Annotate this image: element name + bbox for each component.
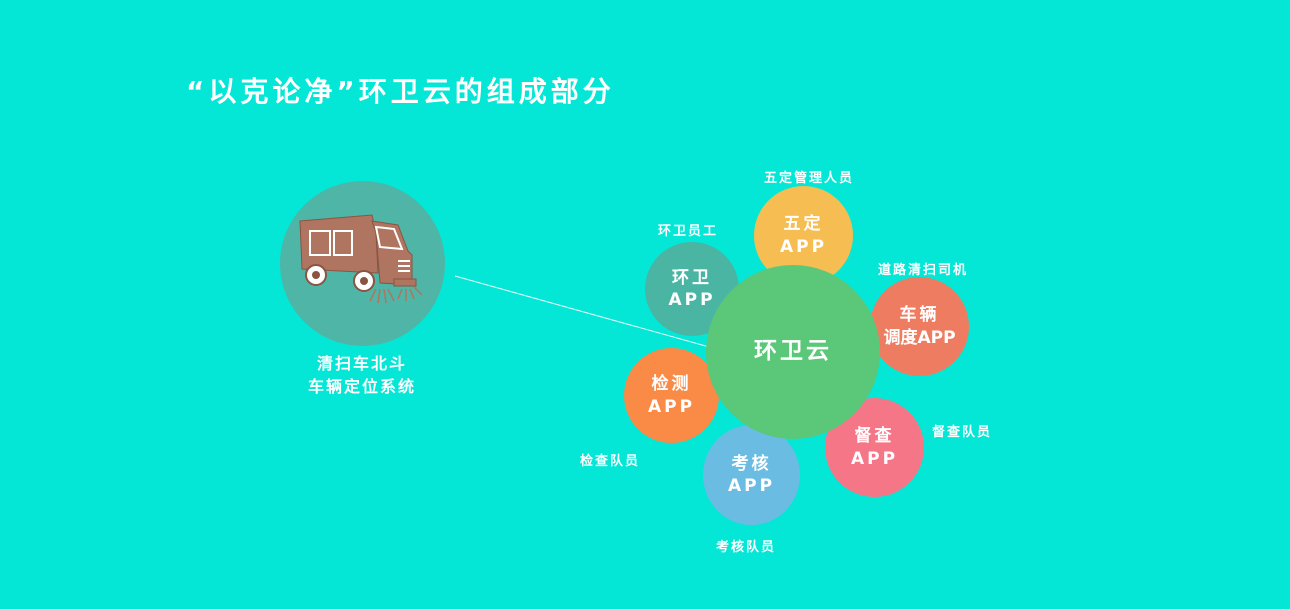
caption-kaohe: 考核队员 — [716, 540, 777, 555]
street-sweeper-truck-icon — [299, 214, 423, 304]
caption-ducha: 督查队员 — [932, 425, 993, 440]
truck-caption-line1: 清扫车北斗 — [316, 354, 407, 373]
node-cheliang-line1: 车辆 — [899, 305, 940, 326]
caption-huanwei: 环卫员工 — [658, 224, 719, 239]
node-jiance-line2: APP — [647, 396, 696, 417]
truck-caption-line2: 车辆定位系统 — [307, 377, 416, 396]
caption-wuding: 五定管理人员 — [764, 171, 855, 186]
node-jiance-line1: 检测 — [651, 374, 692, 395]
node-center-cloud: 环卫云 — [706, 265, 880, 439]
truck-node-caption: 清扫车北斗 车辆定位系统 — [262, 352, 462, 398]
node-center-label: 环卫云 — [754, 338, 832, 365]
caption-jiance: 检查队员 — [580, 454, 641, 469]
node-cheliang-app: 车辆 调度APP — [870, 277, 969, 376]
node-kaohe-line2: APP — [727, 476, 776, 496]
node-jiance-app: 检测 APP — [624, 348, 719, 443]
node-wuding-line1: 五定 — [783, 214, 824, 235]
node-huanwei-line2: APP — [668, 290, 716, 310]
node-huanwei-line1: 环卫 — [672, 267, 712, 288]
node-kaohe-line1: 考核 — [731, 453, 772, 474]
caption-cheliang: 道路清扫司机 — [878, 263, 969, 278]
node-cheliang-line2: 调度APP — [883, 327, 956, 348]
node-kaohe-app: 考核 APP — [703, 425, 800, 525]
truck-node-circle — [280, 181, 445, 346]
node-ducha-line2: APP — [850, 448, 899, 469]
node-wuding-line2: APP — [779, 236, 828, 257]
page-title: “以克论净”环卫云的组成部分 — [186, 75, 615, 108]
node-ducha-line1: 督查 — [854, 426, 895, 447]
node-huanwei-app: 环卫 APP — [645, 242, 739, 336]
